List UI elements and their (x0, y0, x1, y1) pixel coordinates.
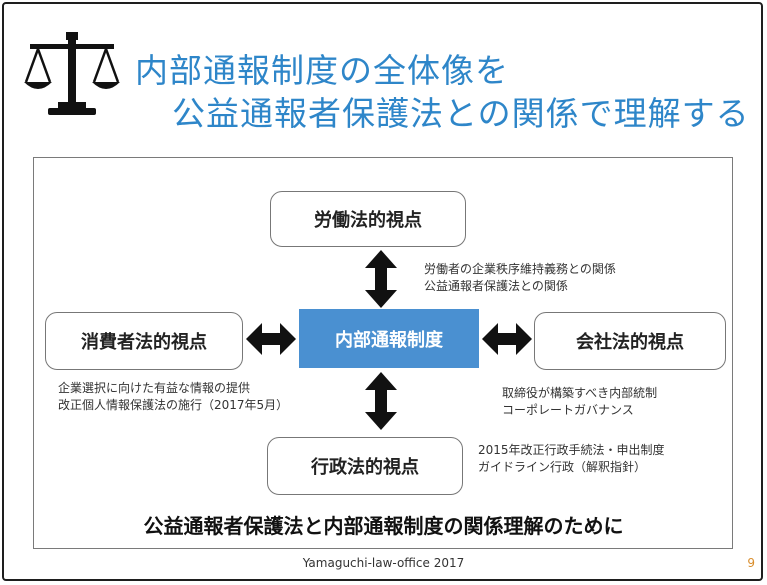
footer-credit: Yamaguchi-law-office 2017 (302, 556, 465, 570)
scales-of-justice-icon (24, 32, 120, 115)
note-administrative-law-1: 2015年改正行政手続法・申出制度 (478, 443, 665, 457)
page-title-line2: 公益通報者保護法との関係で理解する (172, 94, 750, 133)
note-administrative-law-2: ガイドライン行政（解釈指針） (478, 460, 647, 474)
note-corporate-law: 取締役が構築すべき内部統制 コーポレートガバナンス (502, 385, 657, 419)
note-labor-law-1: 労働者の企業秩序維持義務との関係 (424, 262, 616, 276)
note-administrative-law: 2015年改正行政手続法・申出制度 ガイドライン行政（解釈指針） (478, 442, 665, 476)
note-consumer-law-2: 改正個人情報保護法の施行（2017年5月） (58, 398, 289, 412)
note-corporate-law-2: コーポレートガバナンス (502, 403, 634, 417)
node-corporate-law: 会社法的視点 (534, 312, 726, 370)
note-consumer-law: 企業選択に向けた有益な情報の提供 改正個人情報保護法の施行（2017年5月） (58, 380, 288, 414)
diagram-caption: 公益通報者保護法と内部通報制度の関係理解のために (143, 514, 624, 538)
arrow-bottom-connector (365, 372, 397, 430)
node-administrative-law: 行政法的視点 (267, 437, 463, 495)
node-internal-reporting: 内部通報制度 (299, 309, 479, 368)
note-corporate-law-1: 取締役が構築すべき内部統制 (502, 386, 658, 400)
arrow-left-connector (246, 323, 296, 355)
arrow-top-connector (365, 250, 397, 308)
node-consumer-law: 消費者法的視点 (45, 312, 243, 370)
page-title-line1: 内部通報制度の全体像を (135, 51, 509, 90)
note-labor-law-2: 公益通報者保護法との関係 (424, 279, 568, 293)
note-labor-law: 労働者の企業秩序維持義務との関係 公益通報者保護法との関係 (424, 261, 616, 295)
node-labor-law: 労働法的視点 (270, 191, 466, 247)
page-number: 9 (747, 556, 755, 570)
note-consumer-law-1: 企業選択に向けた有益な情報の提供 (58, 381, 251, 395)
arrow-right-connector (482, 323, 532, 355)
